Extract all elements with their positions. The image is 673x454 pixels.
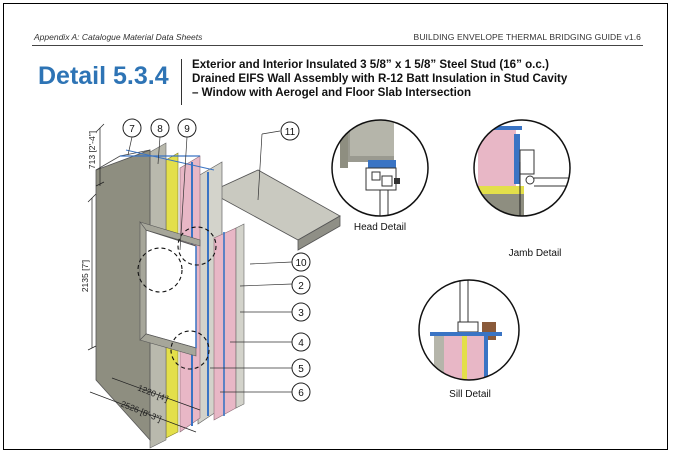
wall-assembly-isometric xyxy=(95,142,341,449)
callout-5 xyxy=(291,358,311,378)
callout-4 xyxy=(291,332,311,352)
header-rule xyxy=(32,45,643,46)
callout-8 xyxy=(150,118,170,138)
sill-detail-marker xyxy=(170,330,210,370)
callout-label-2: 2 xyxy=(298,281,304,292)
jamb-detail: Jamb Detail xyxy=(473,119,571,259)
dim-top: 713 [2'-4"] xyxy=(87,131,97,169)
callout-label-10: 10 xyxy=(295,258,307,269)
callouts: 7 8 9 11 10 2 3 4 5 6 xyxy=(122,118,311,402)
detail-title: Exterior and Interior Insulated 3 5/8” x… xyxy=(192,58,662,100)
head-detail: Head Detail xyxy=(331,119,429,233)
jamb-detail-label: Jamb Detail xyxy=(509,248,562,259)
sill-detail: Sill Detail xyxy=(418,279,520,400)
sill-detail-label: Sill Detail xyxy=(449,389,491,400)
title-line-1: Exterior and Interior Insulated 3 5/8” x… xyxy=(192,58,549,71)
jamb-detail-marker xyxy=(137,247,183,293)
dim-height: 2135 [7'] xyxy=(80,260,90,292)
callout-label-4: 4 xyxy=(298,338,304,349)
callout-2 xyxy=(291,275,311,295)
title-divider xyxy=(181,59,182,105)
callout-7 xyxy=(122,118,142,138)
head-detail-label: Head Detail xyxy=(354,222,406,233)
header-left: Appendix A: Catalogue Material Data Shee… xyxy=(34,32,203,42)
callout-label-3: 3 xyxy=(298,308,304,319)
floor-slab-edge xyxy=(297,215,341,251)
eifs-face xyxy=(95,149,151,442)
callout-11 xyxy=(280,121,300,141)
callout-3 xyxy=(291,302,311,322)
title-line-2: Drained EIFS Wall Assembly with R-12 Bat… xyxy=(192,72,568,85)
callout-6 xyxy=(291,382,311,402)
callout-label-8: 8 xyxy=(157,124,163,135)
title-line-3: – Window with Aerogel and Floor Slab Int… xyxy=(192,86,472,99)
dimension-lines xyxy=(87,123,201,433)
callout-9 xyxy=(177,118,197,138)
head-detail-marker xyxy=(177,226,217,266)
callout-label-7: 7 xyxy=(129,124,135,135)
callout-label-6: 6 xyxy=(298,388,304,399)
callout-label-9: 9 xyxy=(184,124,190,135)
detail-number: Detail 5.3.4 xyxy=(38,62,169,90)
callout-10 xyxy=(291,252,311,272)
callout-label-11: 11 xyxy=(285,127,296,138)
header-right: BUILDING ENVELOPE THERMAL BRIDGING GUIDE… xyxy=(413,32,641,42)
callout-label-5: 5 xyxy=(298,364,304,375)
